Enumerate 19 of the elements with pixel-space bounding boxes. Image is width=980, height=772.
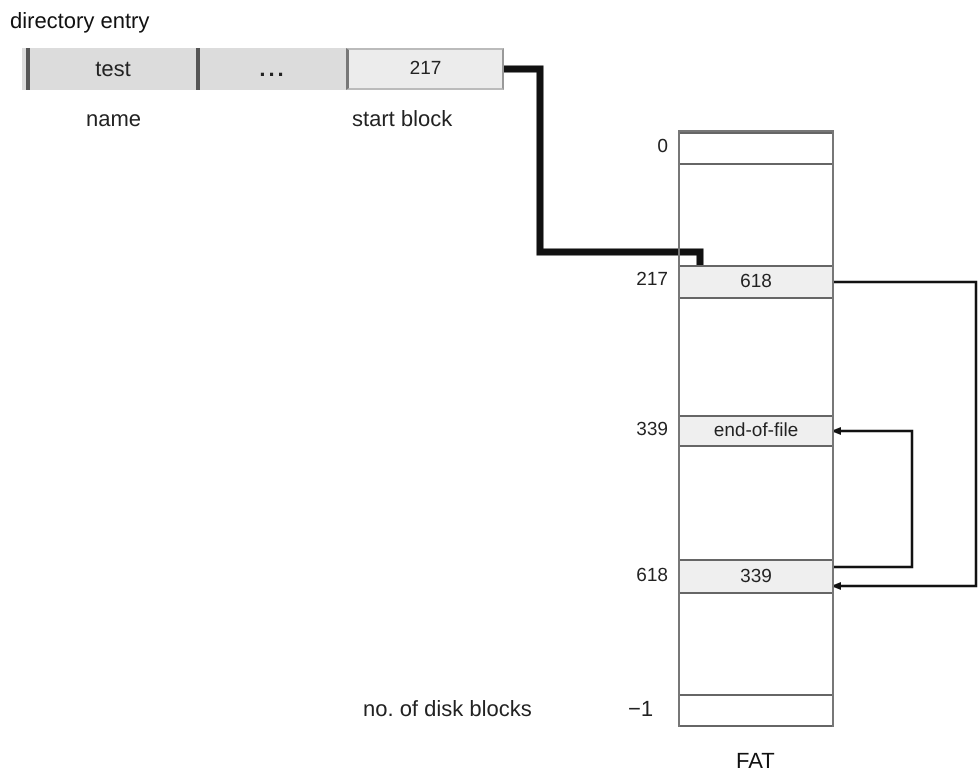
start-block-field: 217	[346, 48, 504, 90]
table-row: 339	[680, 559, 832, 594]
field-caption: start block	[352, 106, 452, 132]
table-row	[680, 132, 832, 165]
name-field: test	[26, 48, 196, 90]
section-heading: FAT	[736, 748, 775, 772]
row-index-label: −1	[628, 696, 654, 722]
row-caption: no. of disk blocks	[363, 696, 532, 722]
table-row: end-of-file	[680, 415, 832, 447]
table-row: 618	[680, 265, 832, 299]
section-heading: directory entry	[10, 8, 150, 34]
connector-arrow	[831, 280, 978, 590]
row-index-label: 618	[635, 565, 668, 587]
table-row	[680, 694, 832, 727]
row-index-label: 339	[635, 419, 668, 441]
row-index-label: 0	[656, 136, 668, 158]
row-index-label: 217	[635, 269, 668, 291]
connector-arrow	[831, 427, 914, 568]
field-caption: name	[86, 106, 142, 132]
